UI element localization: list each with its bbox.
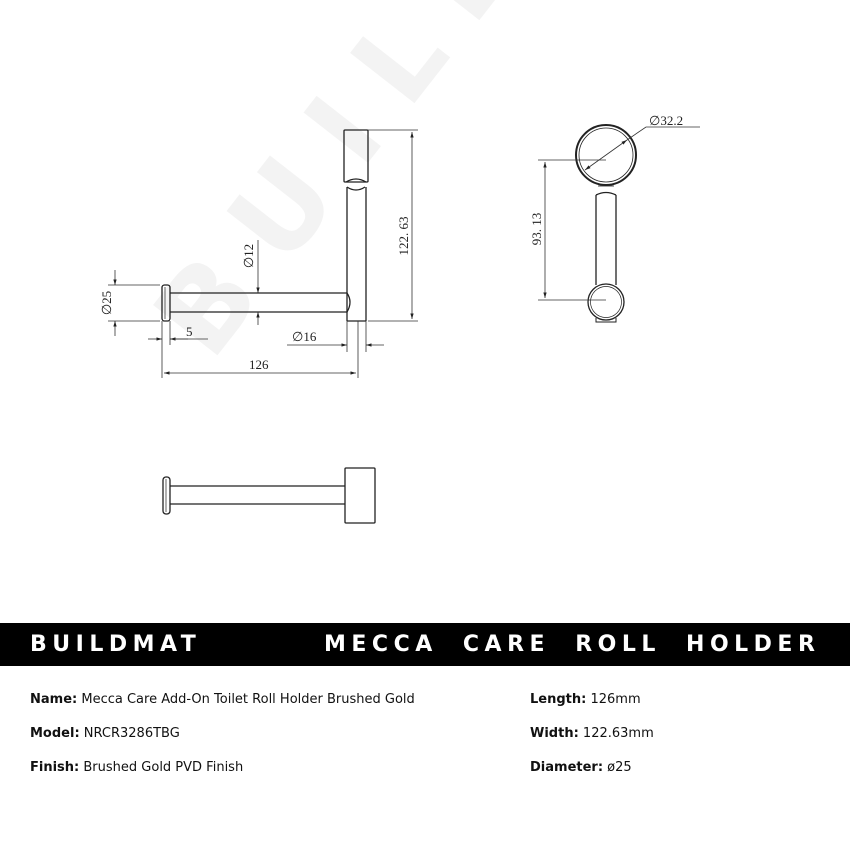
front-view-dimensions	[538, 126, 700, 301]
spec-value: ø25	[607, 760, 632, 775]
spec-width: Width: 122.63mm	[530, 724, 654, 758]
top-view	[162, 467, 376, 524]
spec-value: Mecca Care Add-On Toilet Roll Holder Bru…	[81, 692, 415, 707]
dim-post-diameter-label: ∅16	[292, 329, 317, 344]
dim-cap-diameter-label: ∅25	[99, 291, 114, 315]
spec-label: Length:	[530, 692, 587, 707]
spec-name: Name: Mecca Care Add-On Toilet Roll Hold…	[30, 690, 415, 724]
dim-cap-thickness-label: 5	[186, 324, 193, 339]
spec-length: Length: 126mm	[530, 690, 654, 724]
side-view-dimensions	[108, 129, 418, 378]
drawing-canvas: 122. 63 ∅12 ∅25 5 ∅16 126	[99, 113, 700, 524]
specs-left: Name: Mecca Care Add-On Toilet Roll Hold…	[30, 690, 415, 792]
dim-front-height-label: 93. 13	[529, 213, 544, 246]
spec-diameter: Diameter: ø25	[530, 758, 654, 792]
spec-value: NRCR3286TBG	[83, 726, 180, 741]
dim-height-label: 122. 63	[396, 217, 411, 256]
brand-name: BUILDMAT	[30, 632, 202, 657]
spec-value: Brushed Gold PVD Finish	[83, 760, 244, 775]
dim-base-diameter-label: ∅32.2	[649, 113, 683, 128]
dim-rod-diameter-label: ∅12	[241, 244, 256, 268]
spec-label: Name:	[30, 692, 78, 707]
dim-length-label: 126	[249, 357, 269, 372]
front-view-labels: ∅32.2 93. 13	[529, 113, 683, 245]
spec-label: Width:	[530, 726, 579, 741]
technical-drawing: BUILDMAT	[99, 0, 799, 524]
side-view	[161, 129, 369, 322]
product-title: MECCA CARE ROLL HOLDER	[324, 632, 821, 657]
spec-value: 122.63mm	[582, 726, 654, 741]
spec-model: Model: NRCR3286TBG	[30, 724, 415, 758]
title-banner: BUILDMAT MECCA CARE ROLL HOLDER	[0, 623, 850, 666]
side-view-labels: 122. 63 ∅12 ∅25 5 ∅16 126	[99, 217, 411, 373]
front-view	[575, 124, 637, 323]
spec-label: Model:	[30, 726, 80, 741]
spec-finish: Finish: Brushed Gold PVD Finish	[30, 758, 415, 792]
spec-label: Diameter:	[530, 760, 604, 775]
spec-value: 126mm	[590, 692, 641, 707]
specs-right: Length: 126mm Width: 122.63mm Diameter: …	[530, 690, 654, 792]
spec-label: Finish:	[30, 760, 80, 775]
